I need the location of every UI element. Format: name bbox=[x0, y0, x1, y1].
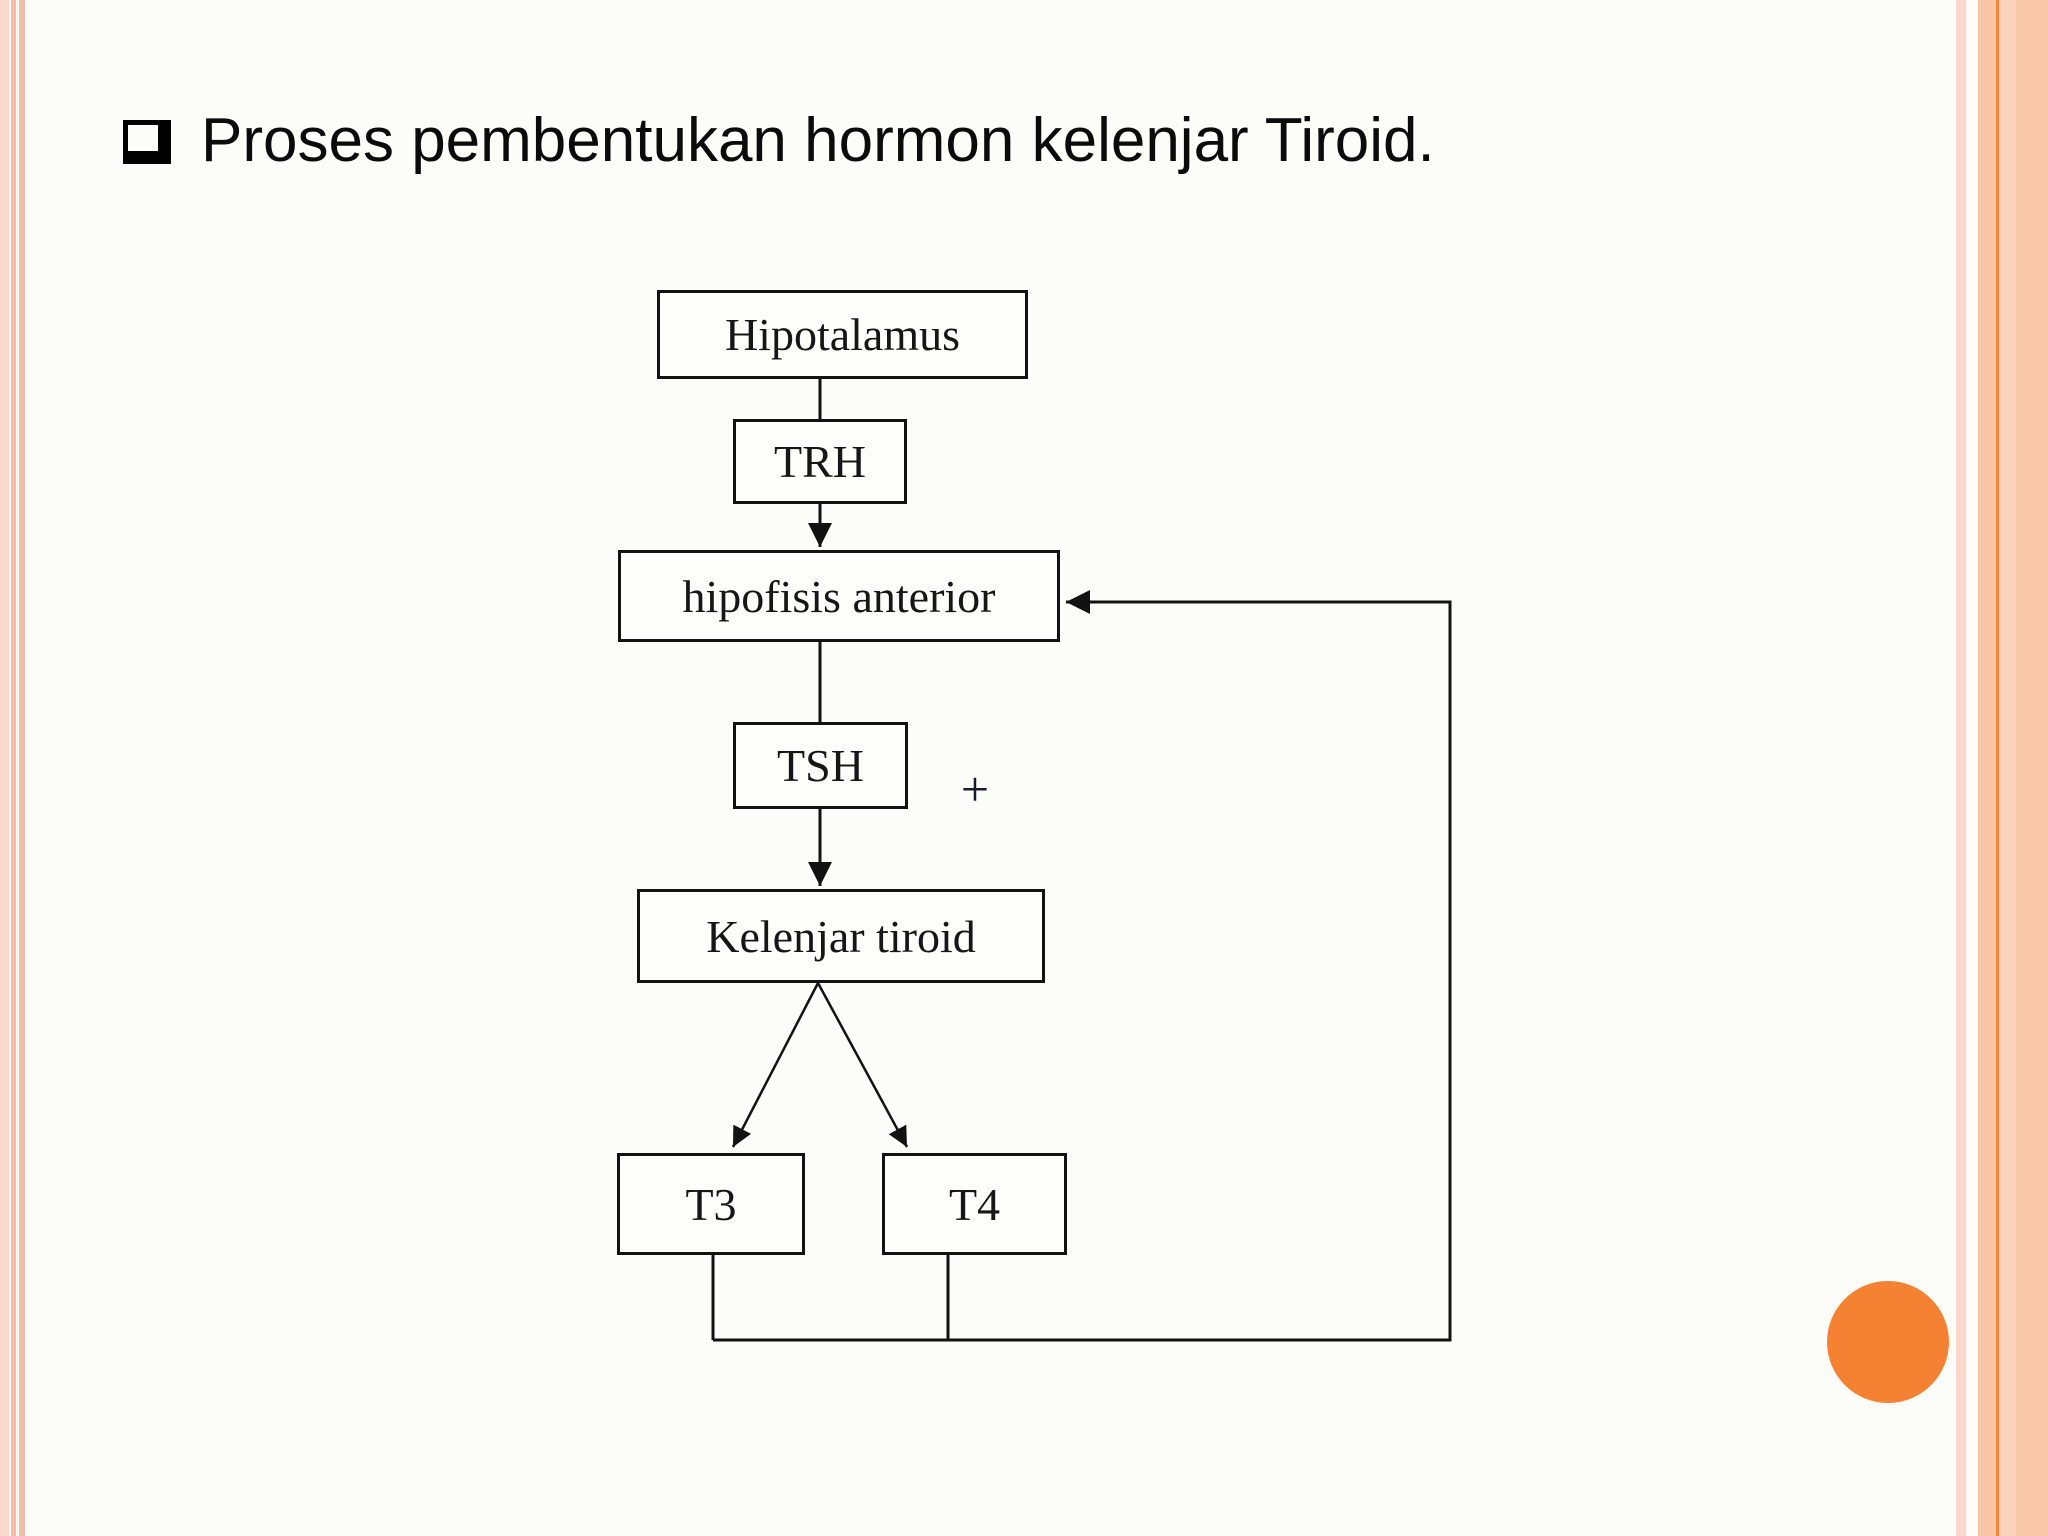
slide-title: Proses pembentukan hormon kelenjar Tiroi… bbox=[201, 106, 1435, 175]
node-t3: T3 bbox=[617, 1153, 805, 1255]
right-border-accent-line bbox=[1996, 0, 1999, 1536]
decoration-circle bbox=[1827, 1281, 1949, 1403]
node-tsh: TSH bbox=[733, 722, 908, 809]
node-hipotalamus: Hipotalamus bbox=[657, 290, 1028, 379]
right-border-band-left bbox=[1978, 0, 1996, 1536]
left-border-stripe-1 bbox=[0, 0, 9, 1536]
node-kelenjar-tiroid: Kelenjar tiroid bbox=[637, 889, 1045, 983]
left-border-stripe-2 bbox=[11, 0, 16, 1536]
slide-title-row: Proses pembentukan hormon kelenjar Tiroi… bbox=[123, 108, 1435, 174]
shadowed-square-bullet-icon bbox=[123, 120, 171, 164]
edge-kelenjar-t3 bbox=[731, 982, 820, 1148]
right-border-stripe-1 bbox=[1956, 0, 1966, 1536]
right-border-band-right bbox=[2016, 0, 2048, 1536]
edge-kelenjar-t4 bbox=[816, 982, 909, 1148]
node-t4: T4 bbox=[882, 1153, 1067, 1255]
node-hipofisis-anterior: hipofisis anterior bbox=[618, 550, 1060, 642]
plus-annotation: + bbox=[960, 761, 990, 817]
left-border-stripe-3 bbox=[19, 0, 25, 1536]
right-border-band-mid bbox=[1999, 0, 2016, 1536]
node-trh: TRH bbox=[733, 419, 907, 504]
